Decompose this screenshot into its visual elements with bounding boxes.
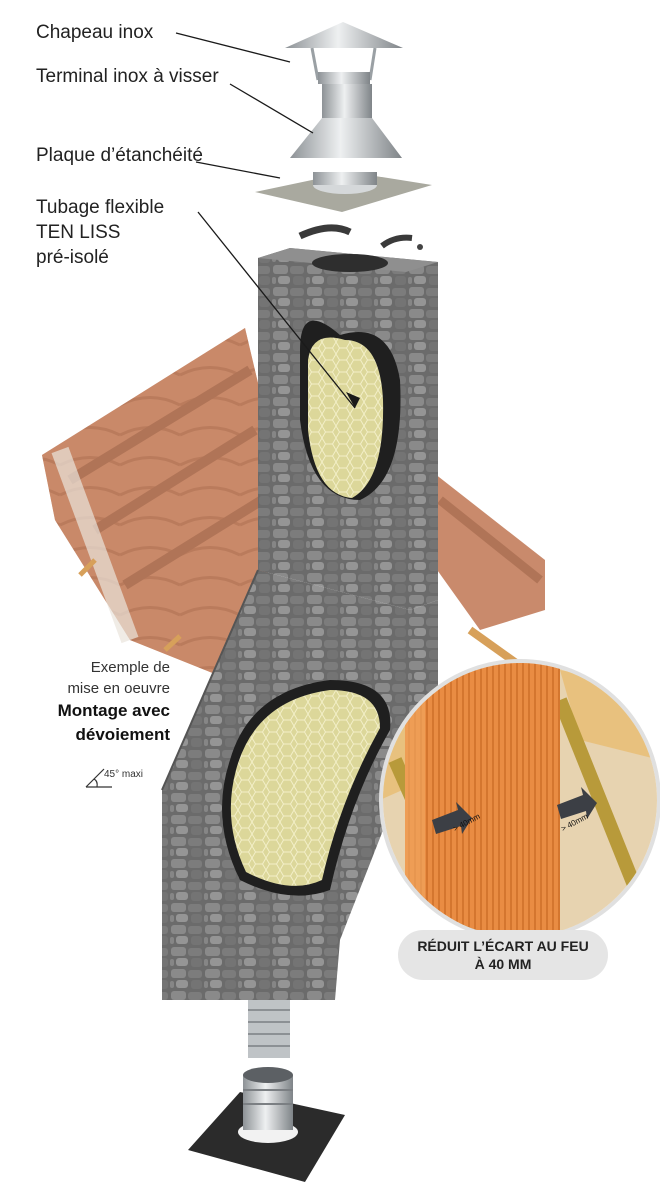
callout-chapeau: Chapeau inox <box>36 22 154 43</box>
example-line-2: mise en oeuvre <box>67 680 170 697</box>
flexible-tube-bottom <box>248 1000 290 1058</box>
chapeau-inox-part <box>285 22 403 84</box>
leader-arrowhead <box>346 392 360 408</box>
fixing-clamps <box>298 224 423 250</box>
callout-tubage-line-2: TEN LISS <box>36 222 121 243</box>
upper-chimney <box>258 248 438 610</box>
badge-line-1: RÉDUIT L’ÉCART AU FEU <box>417 938 589 954</box>
plaque-etancheite-part <box>255 172 432 212</box>
example-line-1: Exemple de <box>90 659 170 676</box>
badge-line-2: À 40 MM <box>474 956 532 972</box>
leader-lines <box>175 32 356 409</box>
callout-tubage-line-3: pré-isolé <box>36 247 109 268</box>
angle-note: 45° maxi <box>86 767 166 789</box>
inset-detail <box>379 659 660 941</box>
terminal-inox-part <box>290 84 402 158</box>
angle-label: 45° maxi <box>104 769 144 780</box>
angle-45-icon <box>85 768 112 788</box>
callout-tubage: Tubage flexible TEN LISS pré-isolé <box>36 195 164 270</box>
base-plate <box>188 1067 345 1182</box>
callout-terminal: Terminal inox à visser <box>36 66 219 87</box>
lower-chimney <box>161 569 438 1000</box>
callout-plaque: Plaque d’étanchéité <box>36 145 203 166</box>
example-title-line-2: dévoiement <box>75 725 170 744</box>
example-title-line-1: Montage avec <box>57 701 170 720</box>
example-caption: Exemple de mise en oeuvre Montage avec d… <box>10 657 170 747</box>
fire-clearance-badge: RÉDUIT L’ÉCART AU FEU À 40 MM <box>398 930 608 980</box>
callout-tubage-line-1: Tubage flexible <box>36 197 165 218</box>
